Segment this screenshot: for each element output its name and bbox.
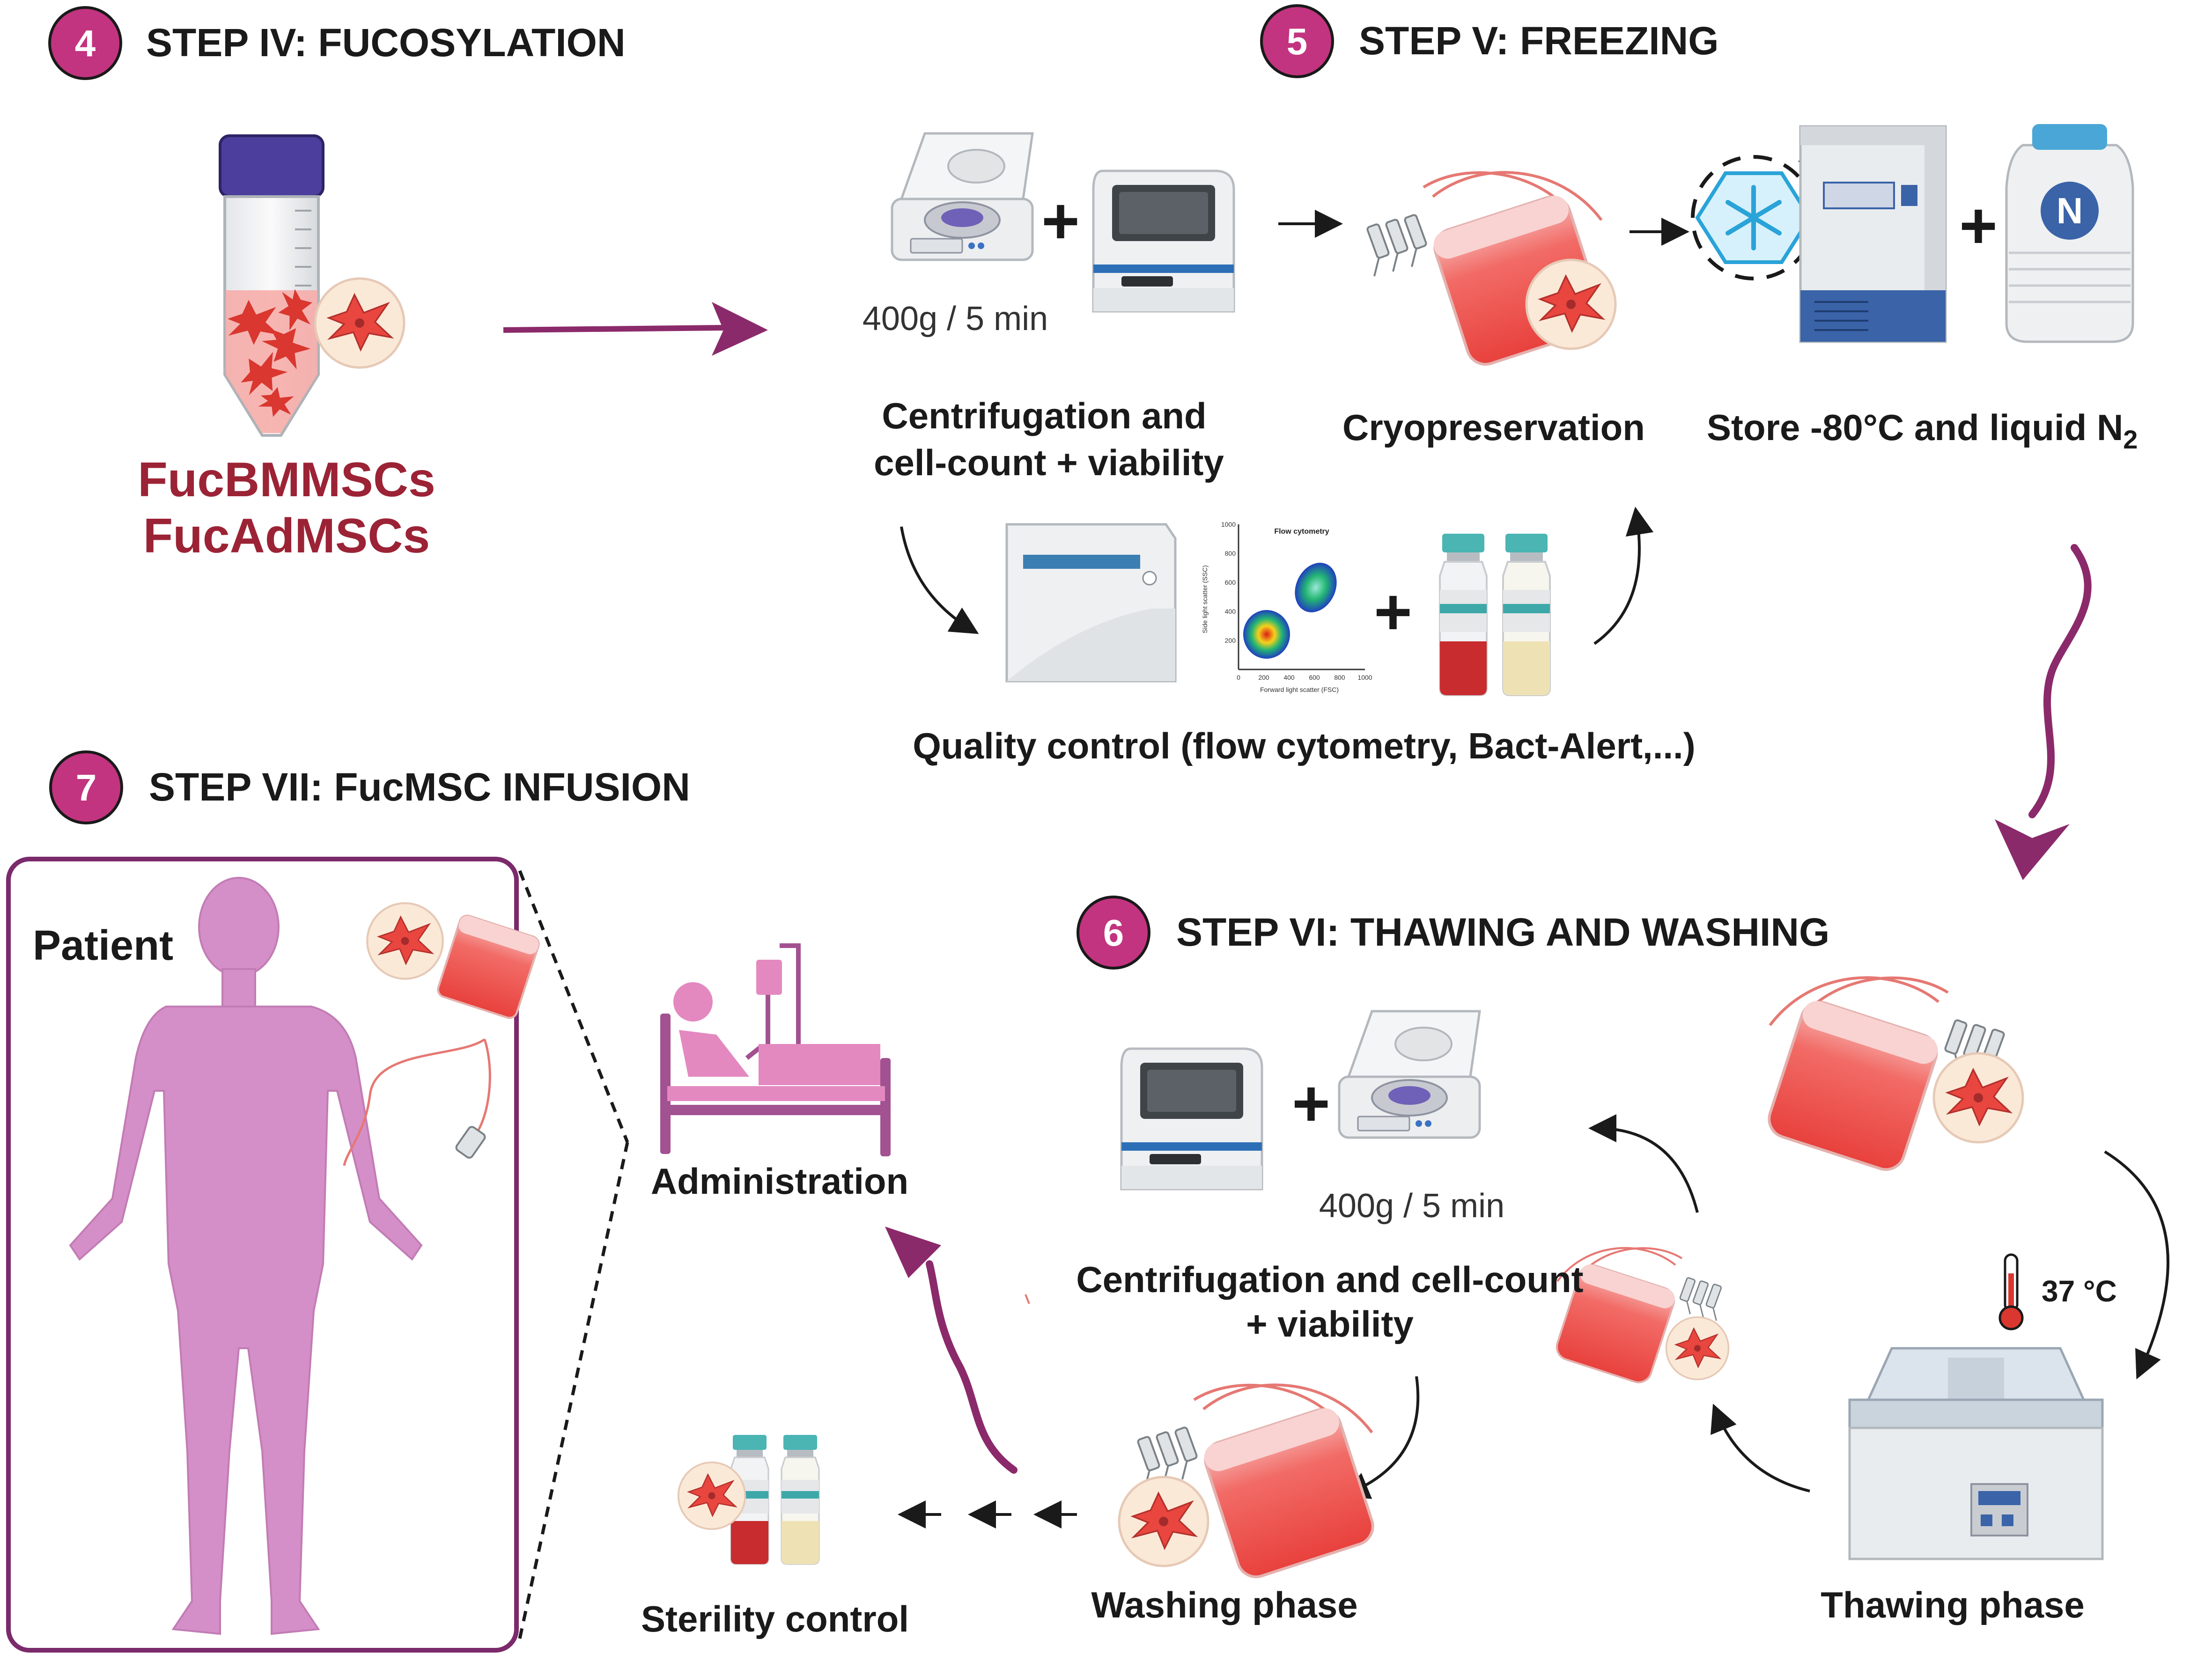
step-6-title: STEP VI: THAWING AND WASHING — [1176, 910, 1829, 954]
arrow-step4-to-step5 — [503, 302, 768, 356]
sterility-control-label: Sterility control — [641, 1598, 909, 1639]
arrow-to-washing — [1341, 1376, 1420, 1499]
flow-plot-x-tick: 600 — [1309, 674, 1320, 681]
snowflake-icon — [1691, 147, 1817, 280]
washing-phase-label: Washing phase — [1091, 1584, 1357, 1625]
cell-bubble-icon — [1119, 1477, 1208, 1566]
arrow-step5-to-step6 — [1995, 544, 2092, 880]
flow-plot-x-tick: 400 — [1283, 674, 1295, 681]
water-bath-icon — [1848, 1347, 2104, 1560]
step-5-header: 5 STEP V: FREEZING — [1261, 6, 1719, 77]
flow-plot-x-tick: 1000 — [1357, 674, 1372, 681]
store-label: Store -80°C and liquid N2 — [1707, 407, 2138, 454]
zoom-dashed-lines — [518, 870, 629, 1639]
arrow-to-water-bath — [2104, 1150, 2169, 1380]
temperature-label: 37 °C — [2042, 1274, 2117, 1308]
centrifuge-setting-step5: 400g / 5 min — [863, 300, 1048, 338]
cryopreservation-label: Cryopreservation — [1342, 407, 1645, 448]
product-fucbmmscs: FucBMMSCs — [138, 453, 435, 507]
flow-plot-y-tick: 800 — [1225, 550, 1236, 557]
arrow-from-qc — [1593, 507, 1654, 645]
thermometer-icon — [1998, 1253, 2024, 1330]
falcon-tube-icon — [219, 134, 324, 437]
step-5-number: 5 — [1287, 21, 1308, 62]
flow-cytometer-icon — [1005, 523, 1177, 683]
plus-sign: + — [1292, 1066, 1330, 1140]
step-4-header: 4 STEP IV: FUCOSYLATION — [50, 7, 626, 79]
cell-bubble-icon — [678, 1463, 745, 1529]
small-tube-fragment-icon — [1025, 1294, 1030, 1304]
culture-vials-icon — [1439, 533, 1551, 696]
product-fucadmscs: FucAdMSCs — [143, 509, 430, 563]
store-label-main: Store -80°C and liquid N — [1707, 407, 2123, 448]
cell-counter-icon — [1121, 1049, 1262, 1189]
step-4-title: STEP IV: FUCOSYLATION — [146, 21, 626, 65]
arrow-step6-to-step7 — [885, 1227, 1018, 1474]
centrifugation-label-step6-line2: + viability — [1246, 1303, 1414, 1345]
msc-cell-bubble-icon — [315, 279, 404, 367]
step-6-header: 6 STEP VI: THAWING AND WASHING — [1078, 897, 1829, 968]
hospital-bed-icon — [660, 943, 891, 1156]
arrow-from-thawing — [1711, 1404, 1810, 1492]
centrifugation-label-line2: cell-count + viability — [874, 442, 1224, 483]
infusion-connector-icon — [455, 1126, 486, 1159]
flow-plot-y-tick: 600 — [1225, 579, 1236, 586]
plus-sign: + — [1374, 575, 1412, 648]
cell-bubble-icon — [367, 903, 443, 979]
infusion-line — [343, 1038, 486, 1166]
arrow-to-wash-centrifuge — [1588, 1114, 1699, 1213]
freezer-icon — [1799, 125, 1947, 343]
centrifuge-setting-step6: 400g / 5 min — [1319, 1187, 1504, 1225]
infusion-bag-icon — [437, 914, 540, 1019]
step-4-number: 4 — [75, 22, 96, 64]
flow-plot-x-tick: 200 — [1258, 674, 1269, 681]
flow-plot-x-tick: 0 — [1237, 674, 1240, 681]
thawing-phase-label: Thawing phase — [1821, 1584, 2084, 1625]
cell-bubble-icon — [1934, 1053, 2023, 1142]
centrifuge-icon — [1339, 1011, 1480, 1138]
step-7-header: 7 STEP VII: FucMSC INFUSION — [51, 752, 690, 823]
step-7-title: STEP VII: FucMSC INFUSION — [149, 765, 690, 809]
plus-sign: + — [1041, 184, 1080, 257]
flow-cytometry-plot: Flow cytometry 0 200 400 600 800 1000 200 400 6… — [1201, 521, 1372, 693]
store-label-subscript: 2 — [2123, 425, 2138, 454]
flow-plot-xlabel: Forward light scatter (FSC) — [1260, 686, 1339, 693]
nitrogen-symbol: N — [2057, 190, 2083, 231]
flow-plot-y-tick: 200 — [1225, 637, 1236, 644]
step-7-number: 7 — [76, 767, 97, 808]
step-5-title: STEP V: FREEZING — [1359, 19, 1719, 63]
cell-counter-icon — [1093, 171, 1234, 311]
flow-plot-ylabel: Side light scatter (SSC) — [1201, 565, 1209, 633]
centrifuge-icon — [892, 133, 1032, 260]
patient-body-icon — [69, 877, 423, 1635]
arrow-to-qc — [900, 526, 979, 634]
patient-label: Patient — [33, 922, 173, 969]
flow-population-1 — [1243, 610, 1290, 659]
centrifugation-label-step6-line1: Centrifugation and cell-count — [1076, 1259, 1583, 1300]
flow-plot-title: Flow cytometry — [1274, 528, 1329, 536]
cell-bubble-icon — [1666, 1317, 1729, 1380]
liquid-nitrogen-dewar-icon: N — [2005, 124, 2134, 343]
step-6-number: 6 — [1103, 912, 1124, 954]
plus-sign: + — [1959, 189, 1998, 262]
flow-plot-x-tick: 800 — [1334, 674, 1345, 681]
flow-population-2 — [1295, 563, 1337, 612]
flow-plot-y-tick: 400 — [1225, 608, 1236, 615]
quality-control-label: Quality control (flow cytometry, Bact-Al… — [913, 725, 1695, 766]
cell-bubble-icon — [1526, 260, 1615, 349]
administration-label: Administration — [651, 1161, 908, 1202]
centrifugation-label-line1: Centrifugation and — [882, 395, 1206, 436]
flow-plot-y-tick: 1000 — [1221, 521, 1236, 528]
